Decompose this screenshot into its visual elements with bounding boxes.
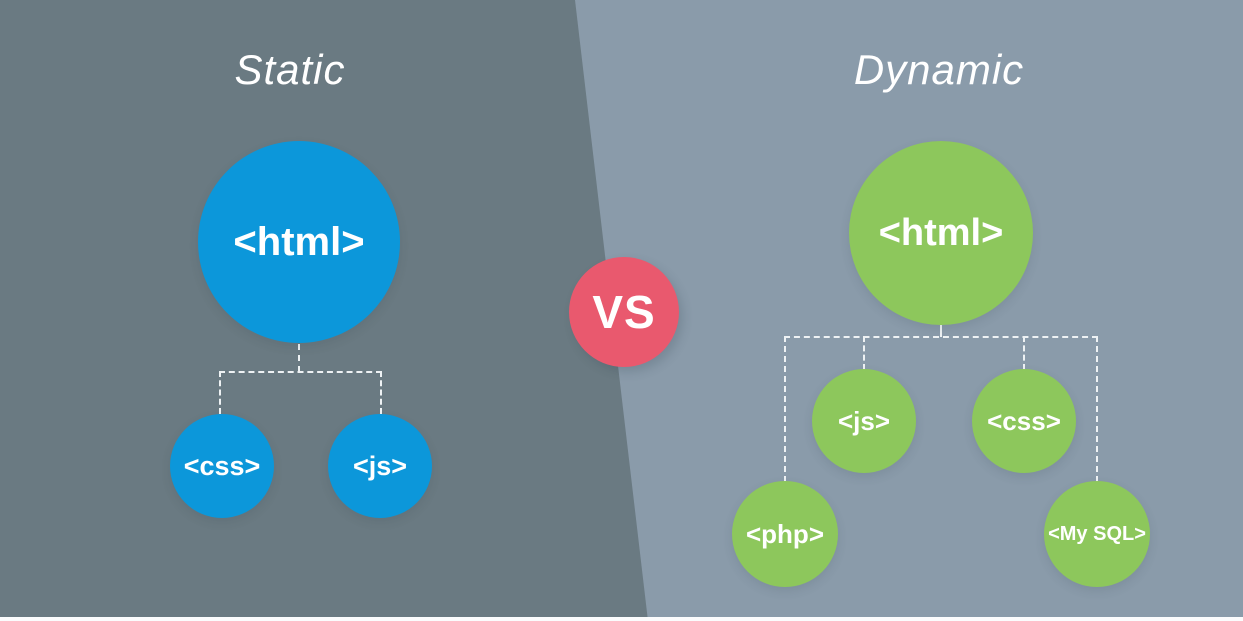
bottom-border-strip: [0, 617, 1243, 621]
static-js-drop-connector: [380, 371, 382, 414]
dynamic-css-drop-connector: [1023, 336, 1025, 370]
static-panel-title: Static: [234, 46, 346, 93]
static-css-drop-connector: [219, 371, 221, 414]
static-root-stub-connector: [298, 344, 300, 372]
static-html-node: <html>: [198, 141, 400, 343]
dynamic-js-node: <js>: [812, 369, 916, 473]
dynamic-root-stub-connector: [940, 325, 942, 337]
dynamic-js-drop-connector: [863, 336, 865, 370]
static-css-node: <css>: [170, 414, 274, 518]
dynamic-mysql-drop-connector: [1096, 336, 1098, 482]
dynamic-php-drop-connector: [784, 336, 786, 482]
dynamic-php-node: <php>: [732, 481, 838, 587]
vs-badge: VS: [569, 257, 679, 367]
dynamic-branch-connector: [784, 336, 1098, 338]
static-js-node: <js>: [328, 414, 432, 518]
dynamic-css-node: <css>: [972, 369, 1076, 473]
dynamic-mysql-node: <My SQL>: [1044, 481, 1150, 587]
dynamic-html-node: <html>: [849, 141, 1033, 325]
dynamic-panel-title: Dynamic: [853, 46, 1025, 93]
static-branch-connector: [219, 371, 382, 373]
